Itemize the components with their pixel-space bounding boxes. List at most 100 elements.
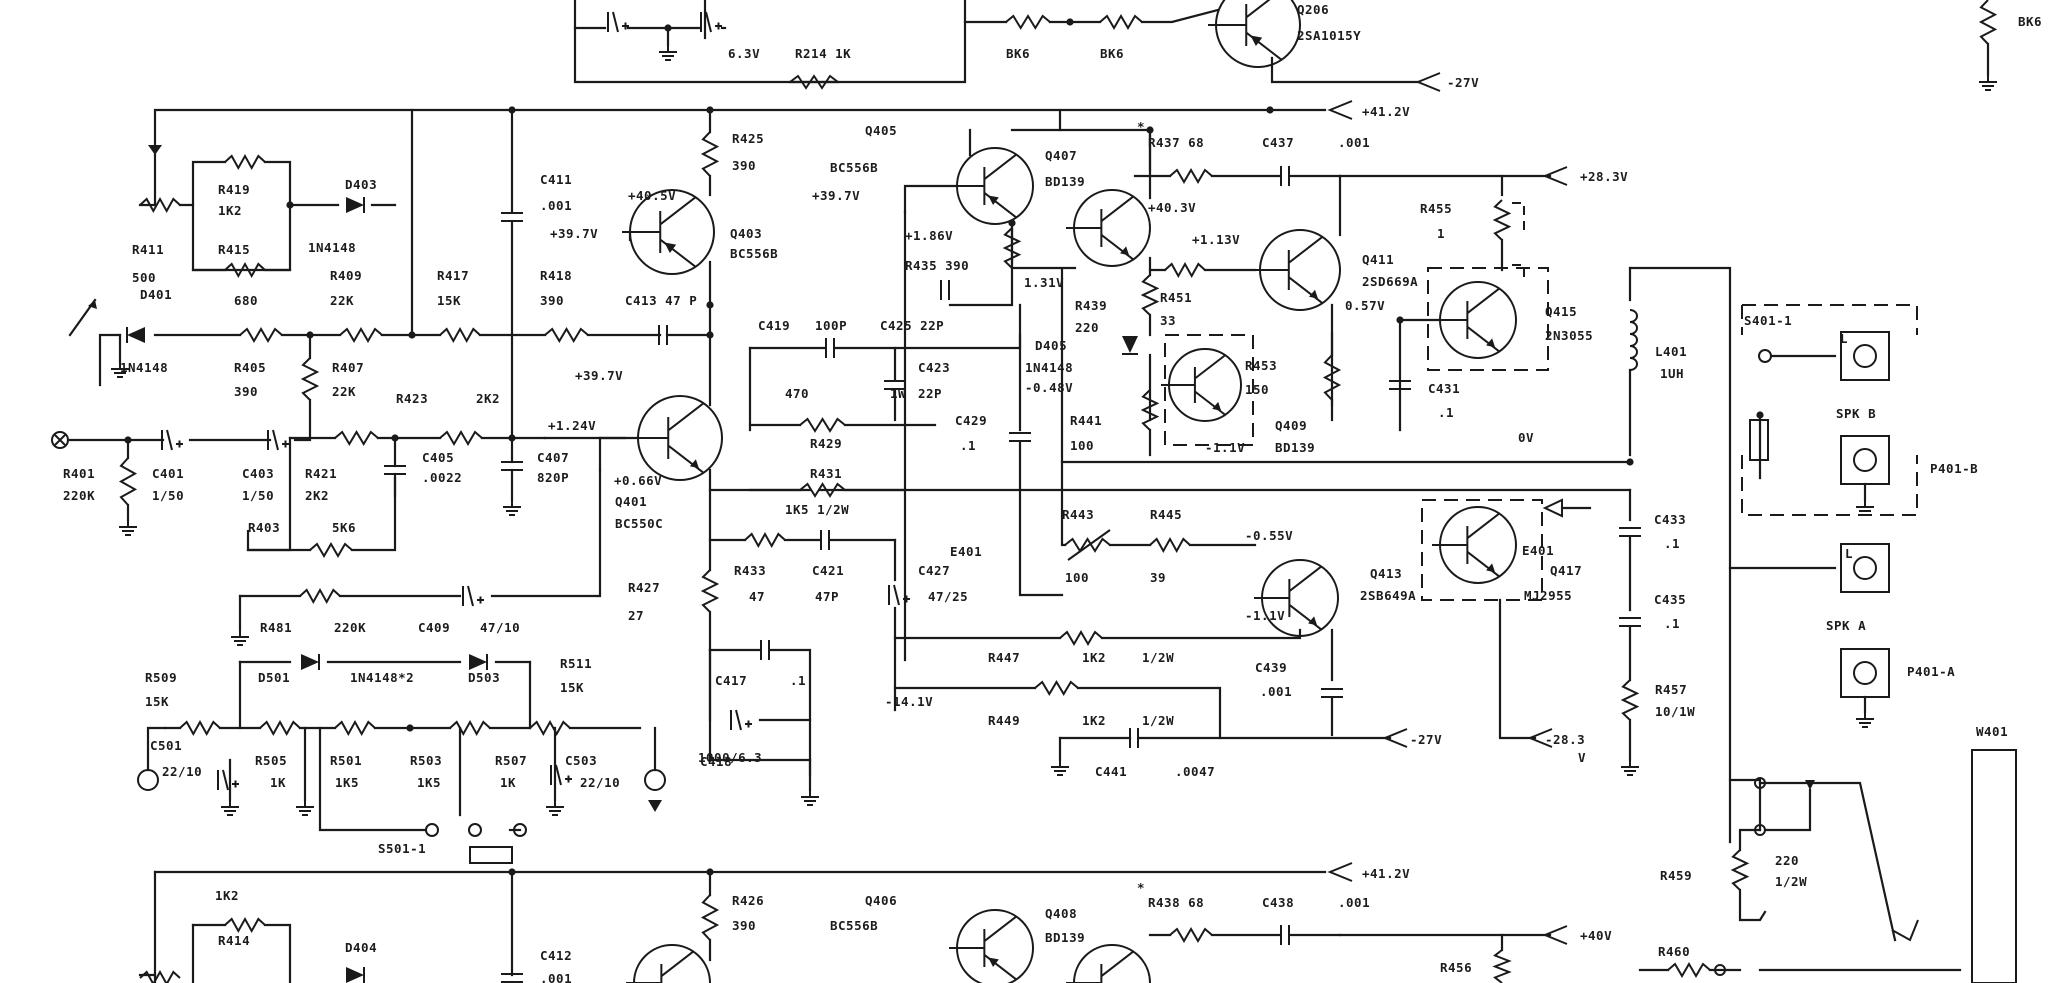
resistor [1064,537,1111,553]
label-r433: R433 [734,563,766,578]
resistor [700,569,720,613]
terminal [513,823,527,837]
label-d403: D403 [345,177,377,192]
capacitor [825,338,835,358]
wire [490,468,602,598]
wire [903,184,957,214]
label-r459-v: 220 [1775,853,1799,868]
label-c409-v: 47/10 [480,620,520,635]
label-c417: C417 [715,673,747,688]
terminal [644,769,666,791]
label-r421: R421 [305,466,337,481]
rail-arrow [1415,72,1441,92]
resistor [1730,849,1750,891]
label-r439-v: 220 [1075,320,1099,335]
label-c405-v: .0022 [422,470,462,485]
label-r481: R481 [260,620,292,635]
label-r433-v: 47 [749,589,765,604]
label-q406: Q406 [865,893,897,908]
label-v1-24: +1.24V [548,418,596,433]
emitter-arrow [1250,35,1263,46]
label-r445: R445 [1150,507,1182,522]
wire [146,726,167,772]
capacitor [501,461,523,471]
ground-symbol [1621,760,1639,776]
label-c431: C431 [1428,381,1460,396]
ground-symbol [1979,75,1997,91]
resistor [239,327,283,343]
label-c438-v: .001 [1338,895,1370,910]
label-r509-v: 15K [145,694,169,709]
wire [1140,8,1220,24]
resistor [1492,949,1512,983]
label-r427: R427 [628,580,660,595]
label-d403-part: 1N4148 [308,240,356,255]
label-c423: C423 [918,360,950,375]
resistor [118,457,138,506]
label-r509: R509 [145,670,177,685]
ground-symbol [1856,500,1874,516]
diode [301,654,319,670]
label-v-m27-top: -27V [1447,75,1479,90]
label-r417-v: 15K [437,293,461,308]
label-r507-v: 1K [500,775,516,790]
resistor [224,153,266,171]
wire [1628,266,1732,844]
label-c411: C411 [540,172,572,187]
electrolytic-capacitor [700,11,722,33]
switch-arrow [1805,780,1815,790]
label-r401: R401 [63,466,95,481]
diode [469,654,487,670]
label-r511-v: 15K [560,680,584,695]
label-r455: R455 [1420,201,1452,216]
capacitor [940,280,950,300]
label-q403: Q403 [730,226,762,241]
label-e401a: E401 [950,544,982,559]
electrolytic-capacitor [161,429,183,451]
label-c433: C433 [1654,512,1686,527]
label-c421-v: 47P [815,589,839,604]
wire [1758,781,1897,942]
resistor [1140,389,1160,431]
diode [346,967,364,983]
label-c413: C413 47 P [625,293,697,308]
label-r437: R437 68 [1148,135,1204,150]
label-rail-41-2-a: +41.2V [1362,104,1410,119]
ground-symbol [546,800,564,816]
label-s401: S401-1 [1744,313,1792,328]
resistor [1667,962,1711,978]
resistor [309,542,353,558]
capacitor [1280,166,1290,186]
transistor-leads [630,402,704,474]
ground-symbol [231,630,249,646]
label-r423-v: 2K2 [476,391,500,406]
junction-dot [706,331,714,339]
label-q405: Q405 [865,123,897,138]
label-r481-v: 220K [334,620,366,635]
label-c439-v: .001 [1260,684,1292,699]
label-v1-13: +1.13V [1192,232,1240,247]
label-c418: C418 [700,754,732,769]
resistor [1099,14,1143,30]
capacitor [501,212,523,222]
capacitor [1321,688,1343,698]
label-c418-v: 1000/6.3 [698,750,762,765]
capacitor [1280,925,1290,945]
transistor-leads [622,196,696,268]
label-q407: Q407 [1045,148,1077,163]
label-v39-7c: +39.7V [575,368,623,383]
diode [346,197,364,213]
label-r414-1k2: 1K2 [215,888,239,903]
label-rail-28-3: +28.3V [1580,169,1628,184]
capacitor [1619,617,1641,627]
label-v40-5: +40.5V [628,188,676,203]
label-c503-v: 22/10 [580,775,620,790]
label-w401: W401 [1976,724,2008,739]
jack-hole [1853,344,1877,368]
rail-arrow [1327,100,1353,120]
resistor [1002,227,1022,269]
label-r401-v: 220K [63,488,95,503]
label-r456: R456 [1440,960,1472,975]
label-q401: Q401 [615,494,647,509]
resistor [339,327,383,343]
